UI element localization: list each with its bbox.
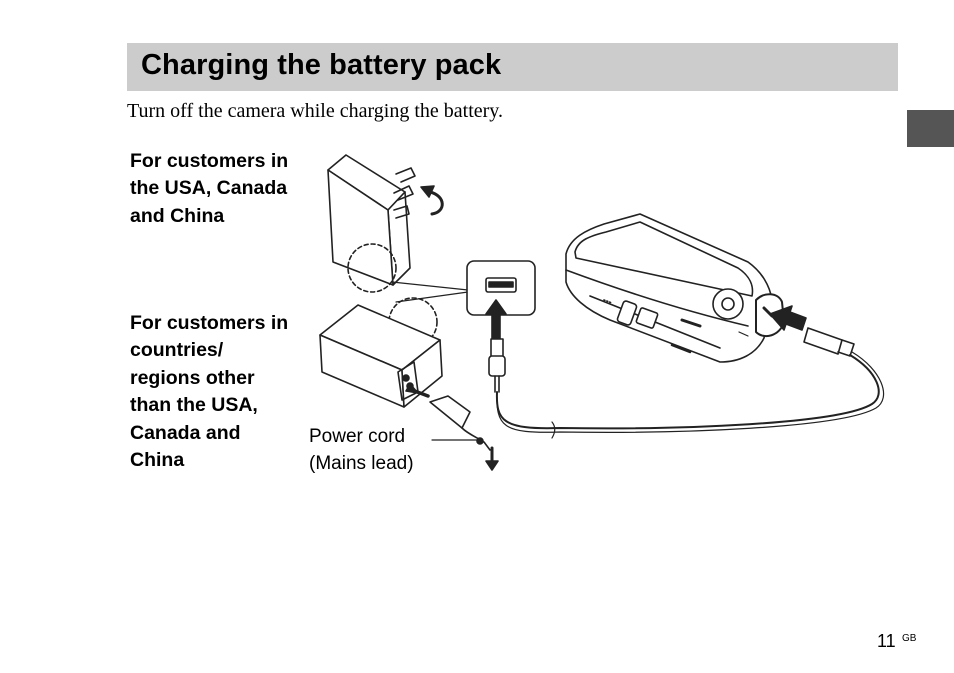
usb-cable: [495, 354, 880, 430]
label-other-line: than the USA,: [130, 394, 258, 417]
page-title: Charging the battery pack: [141, 49, 502, 81]
label-other-line: For customers in: [130, 312, 289, 334]
label-other-line: regions other: [130, 366, 255, 389]
usb-plug: [488, 338, 506, 393]
intro-text: Turn off the camera while charging the b…: [127, 100, 503, 122]
label-usa-line: For customers in: [130, 150, 289, 172]
micro-usb-plug: [803, 327, 855, 357]
rotate-arrow-icon: [428, 190, 444, 216]
label-other-line: countries/: [130, 339, 224, 362]
power-cord-plug: [405, 383, 491, 451]
detail-circle: [347, 243, 397, 293]
label-usa-canada-china: For customers in the USA, Canada and Chi…: [130, 148, 288, 230]
heading-bar: Charging the battery pack: [127, 43, 898, 91]
label-other-line: China: [130, 449, 185, 472]
camera: [565, 213, 773, 363]
label-other-line: Canada and: [130, 421, 241, 444]
ac-adaptor-usa: [327, 154, 416, 286]
ac-adaptor-other: [319, 304, 443, 408]
label-usa-line: the USA, Canada: [130, 177, 288, 200]
power-cord-line: Power cord: [309, 426, 406, 447]
power-cord-line: (Mains lead): [309, 453, 414, 474]
label-usa-line: and China: [130, 204, 225, 227]
section-tab: [907, 110, 954, 147]
power-cord-label: Power cord (Mains lead): [309, 423, 414, 477]
insert-arrow-icon: [769, 305, 807, 331]
language-code: GB: [902, 633, 917, 644]
page-number: 11: [877, 631, 896, 651]
label-other-regions: For customers in countries/ regions othe…: [130, 310, 288, 474]
